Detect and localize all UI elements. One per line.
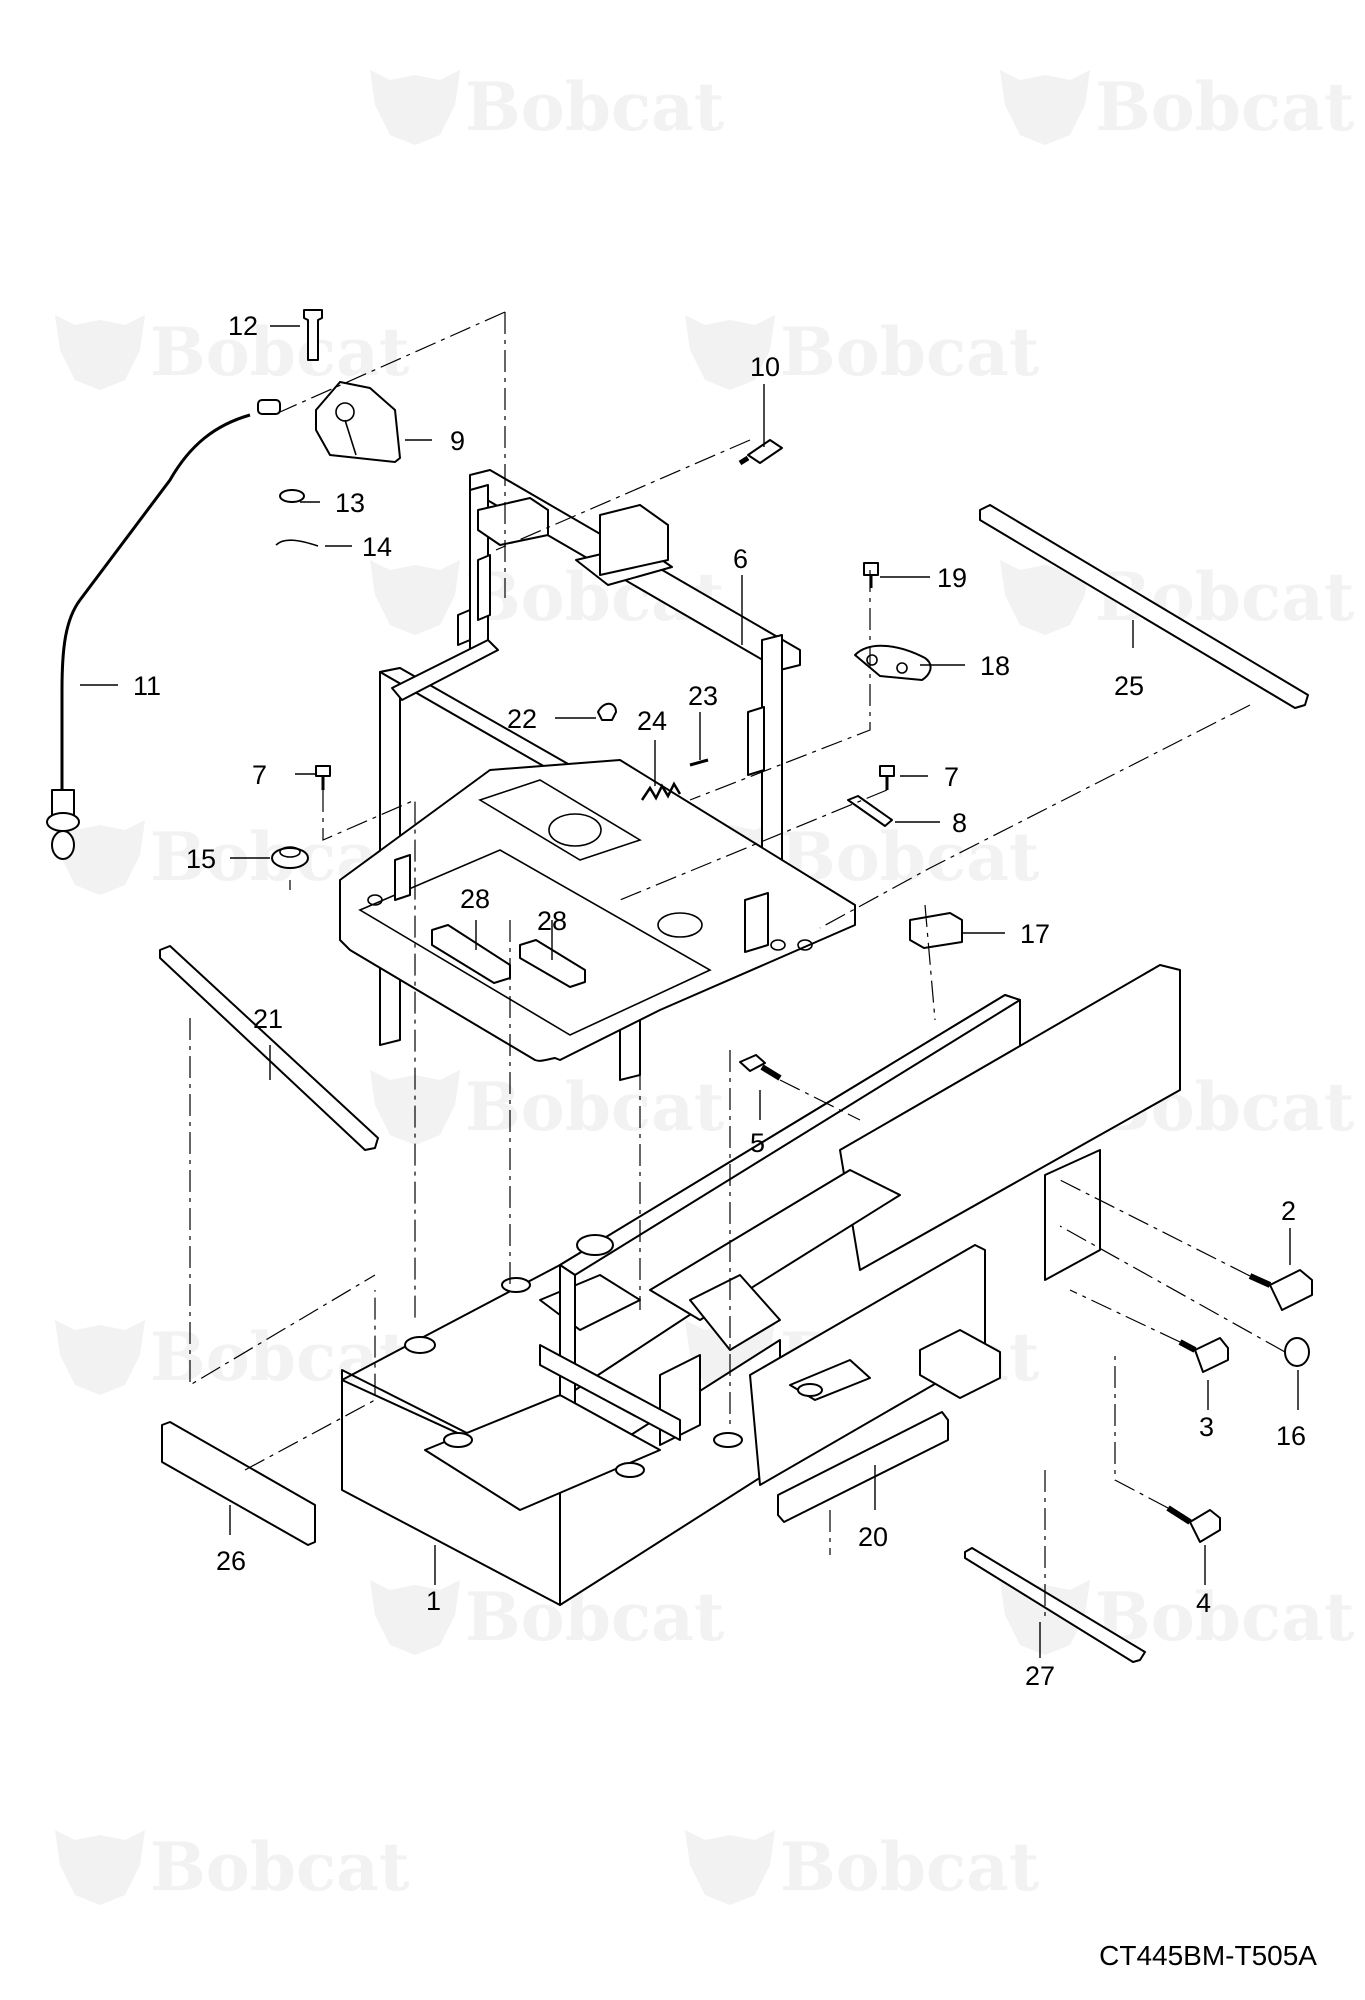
bolt-3 bbox=[1194, 1337, 1229, 1373]
callout-19: 19 bbox=[937, 563, 967, 593]
strip-27 bbox=[964, 1547, 1146, 1663]
seat-plate bbox=[339, 759, 856, 1062]
bobcat-head-icon bbox=[55, 1830, 145, 1905]
watermark-text: Bobcat bbox=[780, 1828, 1040, 1906]
assembly-centerlines bbox=[189, 311, 1286, 1620]
callout-15: 15 bbox=[186, 844, 216, 874]
cable-11 bbox=[60, 413, 251, 790]
rod-23 bbox=[689, 758, 709, 767]
callout-11: 11 bbox=[133, 671, 161, 701]
callout-17: 17 bbox=[1020, 919, 1050, 949]
callout-9: 9 bbox=[450, 426, 465, 456]
rail-28b bbox=[519, 939, 586, 988]
latch-9 bbox=[315, 381, 401, 463]
bobcat-head-icon bbox=[370, 560, 460, 635]
callout-2: 2 bbox=[1281, 1196, 1296, 1226]
grommet-15 bbox=[271, 847, 309, 869]
callout-28a: 28 bbox=[460, 884, 490, 914]
cable-knob-11 bbox=[51, 789, 75, 816]
leader-lines bbox=[80, 325, 1299, 1658]
watermark-text: Bobcat bbox=[465, 68, 725, 146]
callout-22: 22 bbox=[507, 704, 537, 734]
watermark-text: Bobcat bbox=[780, 313, 1040, 391]
strip-21 bbox=[159, 945, 379, 1151]
spring-24 bbox=[640, 781, 682, 801]
bobcat-head-icon bbox=[685, 1830, 775, 1905]
cotter-pin-14 bbox=[275, 539, 319, 547]
bobcat-head-icon bbox=[370, 1580, 460, 1655]
watermark-text: Bobcat bbox=[465, 1068, 725, 1146]
clip-22 bbox=[597, 702, 617, 721]
watermark-text: Bobcat bbox=[1095, 1578, 1355, 1656]
watermark-text: Bobcat bbox=[1095, 68, 1355, 146]
callout-26: 26 bbox=[216, 1546, 246, 1576]
bolt-2 bbox=[1269, 1269, 1313, 1311]
trim-strip-25 bbox=[979, 504, 1309, 709]
watermark-text: Bobcat bbox=[150, 313, 410, 391]
bolt-7-left bbox=[315, 765, 331, 777]
plug-16 bbox=[1284, 1337, 1310, 1367]
callout-1: 1 bbox=[426, 1586, 441, 1616]
bolt-7-right bbox=[879, 765, 895, 777]
callout-3: 3 bbox=[1199, 1412, 1214, 1442]
bolt-5 bbox=[739, 1054, 766, 1072]
pad-26 bbox=[161, 1421, 316, 1546]
pad-17 bbox=[909, 912, 963, 949]
watermark-text: Bobcat bbox=[780, 818, 1040, 896]
bobcat-head-icon bbox=[55, 820, 145, 895]
callout-27: 27 bbox=[1025, 1661, 1055, 1691]
bobcat-head-icon bbox=[1000, 1580, 1090, 1655]
callout-21: 21 bbox=[253, 1004, 283, 1034]
bobcat-head-icon bbox=[370, 70, 460, 145]
plate-18 bbox=[854, 644, 932, 681]
drawing-code: CT445BM-T505A bbox=[1099, 1940, 1317, 1971]
callout-labels: 12 9 13 14 11 10 6 19 18 25 22 23 24 7 7… bbox=[133, 311, 1306, 1691]
callout-13: 13 bbox=[335, 488, 365, 518]
watermark-text: Bobcat bbox=[465, 1578, 725, 1656]
callout-12: 12 bbox=[228, 311, 258, 341]
pin-12 bbox=[303, 309, 323, 361]
callout-8: 8 bbox=[952, 808, 967, 838]
bobcat-head-icon bbox=[1000, 70, 1090, 145]
bobcat-head-icon bbox=[55, 315, 145, 390]
part-drawings bbox=[46, 309, 1313, 1663]
callout-23: 23 bbox=[688, 681, 718, 711]
bobcat-head-icon bbox=[685, 315, 775, 390]
callout-25: 25 bbox=[1114, 671, 1144, 701]
bobcat-head-icon bbox=[1000, 560, 1090, 635]
strip-20 bbox=[777, 1411, 949, 1523]
callout-24: 24 bbox=[637, 706, 667, 736]
bolt-4 bbox=[1189, 1509, 1221, 1543]
washer-13 bbox=[279, 489, 305, 503]
callout-4: 4 bbox=[1196, 1588, 1211, 1618]
callout-6: 6 bbox=[733, 544, 748, 574]
callout-18: 18 bbox=[980, 651, 1010, 681]
callout-7-right: 7 bbox=[944, 762, 959, 792]
bolt-10 bbox=[747, 439, 783, 464]
callout-10: 10 bbox=[750, 352, 780, 382]
bobcat-head-icon bbox=[55, 1320, 145, 1395]
callout-7-left: 7 bbox=[252, 760, 267, 790]
callout-14: 14 bbox=[362, 532, 392, 562]
upper-frame-1 bbox=[341, 964, 1181, 1606]
callout-16: 16 bbox=[1276, 1421, 1306, 1451]
callout-28b: 28 bbox=[537, 906, 567, 936]
callout-5: 5 bbox=[750, 1128, 765, 1158]
watermark-text: Bobcat bbox=[150, 1828, 410, 1906]
bolt-19 bbox=[863, 562, 879, 576]
callout-20: 20 bbox=[858, 1522, 888, 1552]
slide-8 bbox=[847, 795, 893, 827]
